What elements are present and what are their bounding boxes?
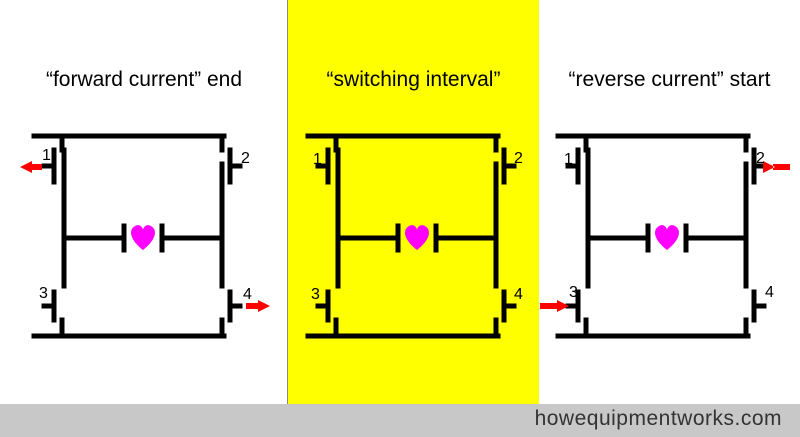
switch-label-2: 2 xyxy=(756,150,765,167)
arrow-right-out-icon xyxy=(246,300,270,312)
switch-label-1: 1 xyxy=(564,151,573,168)
arrow-left-in-icon xyxy=(540,300,569,312)
divider xyxy=(287,0,288,404)
panel-title: “forward current” end xyxy=(45,68,243,91)
panel-switching-interval: “switching interval” 1 2 3 4 xyxy=(288,0,539,404)
switch-label-2: 2 xyxy=(514,150,523,167)
switch-label-4: 4 xyxy=(765,284,774,301)
panel-forward-current-end: “forward current” end 1 2 3 4 xyxy=(0,0,288,404)
arrow-right-in-icon xyxy=(763,161,790,173)
switch-label-2: 2 xyxy=(241,150,250,167)
switch-label-1: 1 xyxy=(42,147,51,164)
h-bridge-circuit xyxy=(540,120,790,360)
h-bridge-circuit xyxy=(20,120,270,360)
h-bridge-circuit xyxy=(294,120,534,360)
switch-label-4: 4 xyxy=(243,286,252,303)
panel-reverse-current-start: “reverse current” start 1 2 3 4 xyxy=(539,0,800,404)
site-url: howequipmentworks.com xyxy=(534,407,782,430)
switch-label-1: 1 xyxy=(313,151,322,168)
switch-label-4: 4 xyxy=(514,286,523,303)
switch-label-3: 3 xyxy=(39,285,48,302)
switch-label-3: 3 xyxy=(569,284,578,301)
panel-title: “switching interval” xyxy=(326,68,501,91)
footer-bar: howequipmentworks.com xyxy=(0,404,800,437)
arrow-left-out-icon xyxy=(20,161,42,173)
switch-label-3: 3 xyxy=(311,286,320,303)
panel-title: “reverse current” start xyxy=(568,68,771,91)
